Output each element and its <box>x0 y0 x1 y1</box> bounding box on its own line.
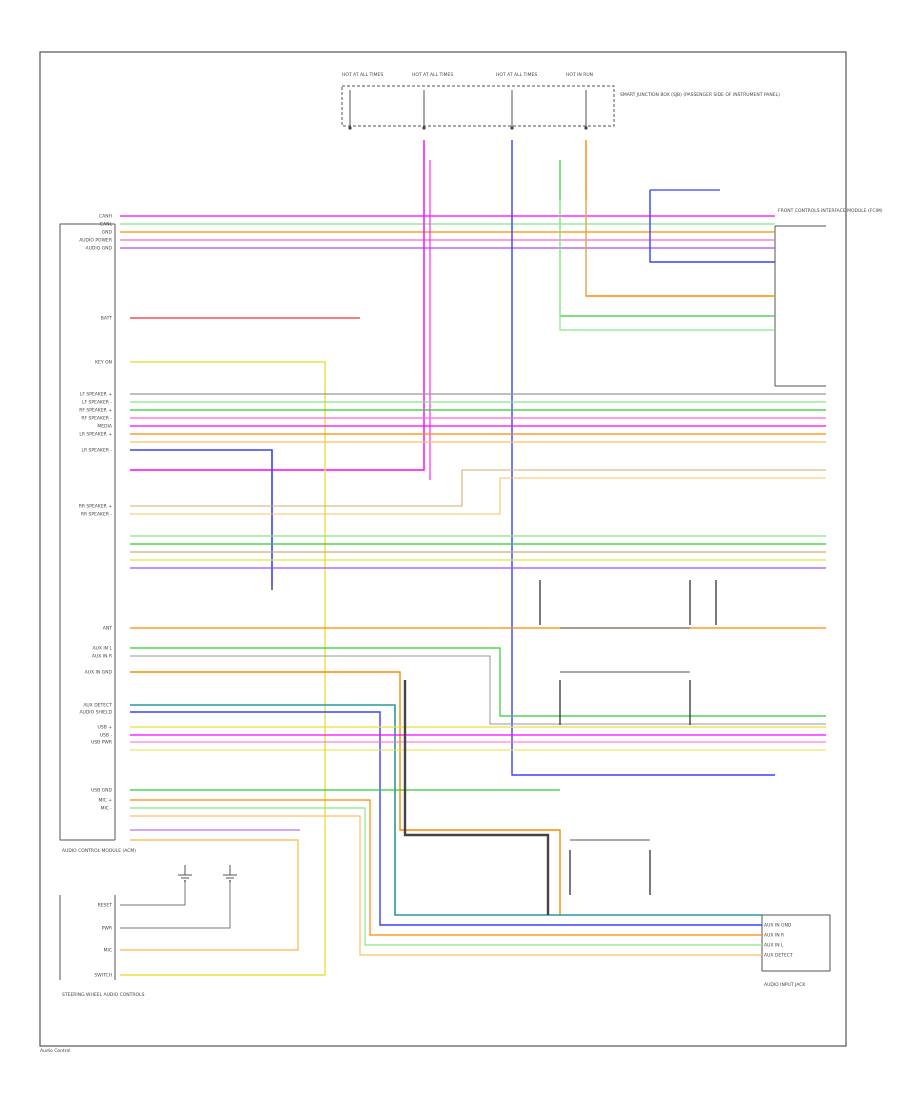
pin-label: AUX IN GND <box>764 923 792 929</box>
pin-label: KEY ON <box>95 360 112 366</box>
pin-label: RR SPEAKER + <box>79 504 113 510</box>
fuse-label: HOT IN RUN <box>566 72 593 78</box>
pin-label: AUX IN R <box>764 933 784 939</box>
pin-label: ANT <box>103 626 112 632</box>
pin-label: CANL <box>100 222 113 228</box>
pin-label: USB - <box>100 733 113 739</box>
diagram-frame <box>39 51 847 1047</box>
audio-control-module <box>59 223 116 841</box>
wire <box>559 200 775 331</box>
pin-label: AUDIO GND <box>86 246 113 252</box>
pin-label: GND <box>102 230 113 236</box>
fuse-label: HOT AT ALL TIMES <box>496 72 537 78</box>
ground-symbol <box>178 865 192 882</box>
pin-label: USB GND <box>91 788 113 794</box>
wire <box>120 880 231 929</box>
pin-label: PWR <box>102 926 112 932</box>
wire <box>130 807 762 946</box>
pin-label: LR SPEAKER - <box>81 448 112 454</box>
wire <box>585 140 775 297</box>
pin-label: CANH <box>99 214 112 220</box>
audio-input-jack-outline <box>761 914 831 972</box>
pin-label: MIC - <box>101 806 113 812</box>
connectors: CANH CANL GND AUDIO POWER AUDIO GND BATT KEY O… <box>79 126 793 979</box>
front-controls-interface-module <box>774 225 826 387</box>
pin-label: AUDIO POWER <box>79 238 112 244</box>
wire <box>130 711 762 926</box>
wire <box>130 469 826 507</box>
wire <box>130 449 273 585</box>
wire <box>120 839 299 951</box>
pin-label: USB + <box>98 725 113 731</box>
pin-label: AUX IN L <box>92 646 112 652</box>
pin-label: USB PWR <box>91 740 112 746</box>
wire <box>130 477 826 515</box>
splice-dot <box>348 126 352 130</box>
wire <box>120 880 186 906</box>
pin-label: BATT <box>101 316 112 322</box>
fuse-box-outline <box>341 85 615 127</box>
pin-label: LF SPEAKER + <box>80 392 112 398</box>
pin-label: AUDIO SHIELD <box>79 710 112 716</box>
pin-label: MIC + <box>98 798 112 804</box>
wire <box>130 647 826 717</box>
footer-label: Audio Control <box>40 1048 71 1054</box>
wire <box>403 680 550 915</box>
wire <box>120 361 326 976</box>
module-name: FRONT CONTROLS INTERFACE MODULE (FCIM) <box>778 208 883 214</box>
ground-symbol <box>223 865 237 882</box>
pin-label: AUX DETECT <box>764 953 793 959</box>
fuse-label: HOT AT ALL TIMES <box>412 72 453 78</box>
pin-label: AUX DETECT <box>83 703 112 709</box>
module-name: STEERING WHEEL AUDIO CONTROLS <box>62 992 145 998</box>
wire <box>130 671 561 915</box>
steering-wheel-controls <box>59 895 116 980</box>
splice-dot <box>422 126 426 130</box>
pin-label: RF SPEAKER - <box>81 416 112 422</box>
pin-label: SWITCH <box>94 973 112 979</box>
wire <box>130 704 762 916</box>
splice-dot <box>584 126 588 130</box>
pin-label: RR SPEAKER - <box>81 512 113 518</box>
wire <box>130 799 762 936</box>
pin-label: MIC <box>104 948 112 954</box>
pin-label: LF SPEAKER - <box>82 400 112 406</box>
pin-label: AUX IN GND <box>85 670 113 676</box>
wire <box>559 160 775 317</box>
splice-dot <box>510 126 514 130</box>
module-name: AUDIO CONTROL MODULE (ACM) <box>62 848 136 854</box>
wire <box>130 815 762 956</box>
pin-label: RF SPEAKER + <box>79 408 112 414</box>
fuse-box-label: SMART JUNCTION BOX (SJB) (PASSENGER SIDE… <box>620 92 780 98</box>
wire <box>511 140 775 776</box>
pin-label: MEDIA <box>97 424 113 430</box>
fuse-label: HOT AT ALL TIMES <box>342 72 383 78</box>
wire <box>130 140 425 471</box>
wire <box>130 655 826 725</box>
pin-label: AUX IN L <box>764 943 784 949</box>
pin-label: RESET <box>98 903 113 909</box>
wires <box>120 90 826 976</box>
pin-label: LR SPEAKER + <box>79 432 112 438</box>
pin-label: AUX IN R <box>92 654 112 660</box>
module-name: AUDIO INPUT JACK <box>764 982 806 988</box>
wire <box>649 190 775 263</box>
